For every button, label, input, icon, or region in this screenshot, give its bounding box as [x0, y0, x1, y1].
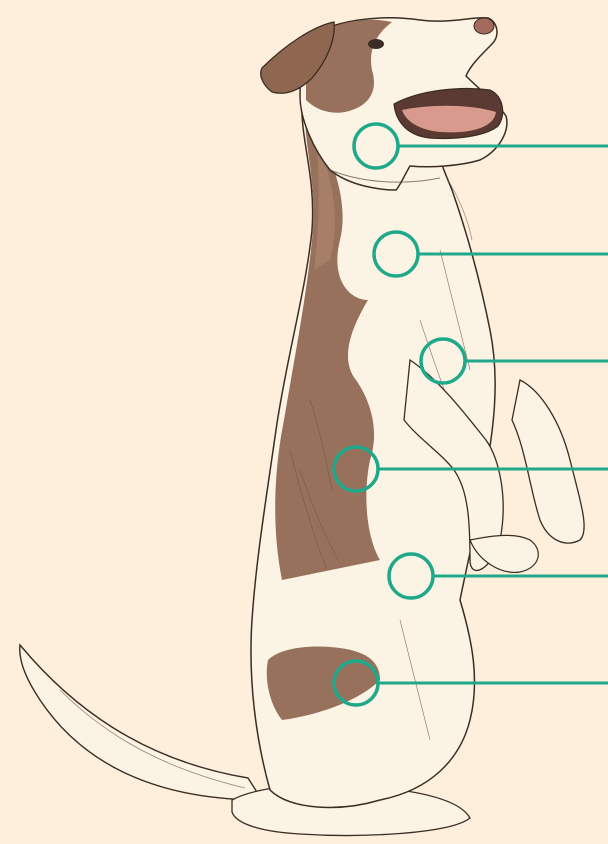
- dog-eye: [368, 39, 384, 49]
- dog-tail: [20, 645, 262, 800]
- dog-nose: [474, 18, 494, 34]
- dog-front-paw-far: [512, 380, 584, 543]
